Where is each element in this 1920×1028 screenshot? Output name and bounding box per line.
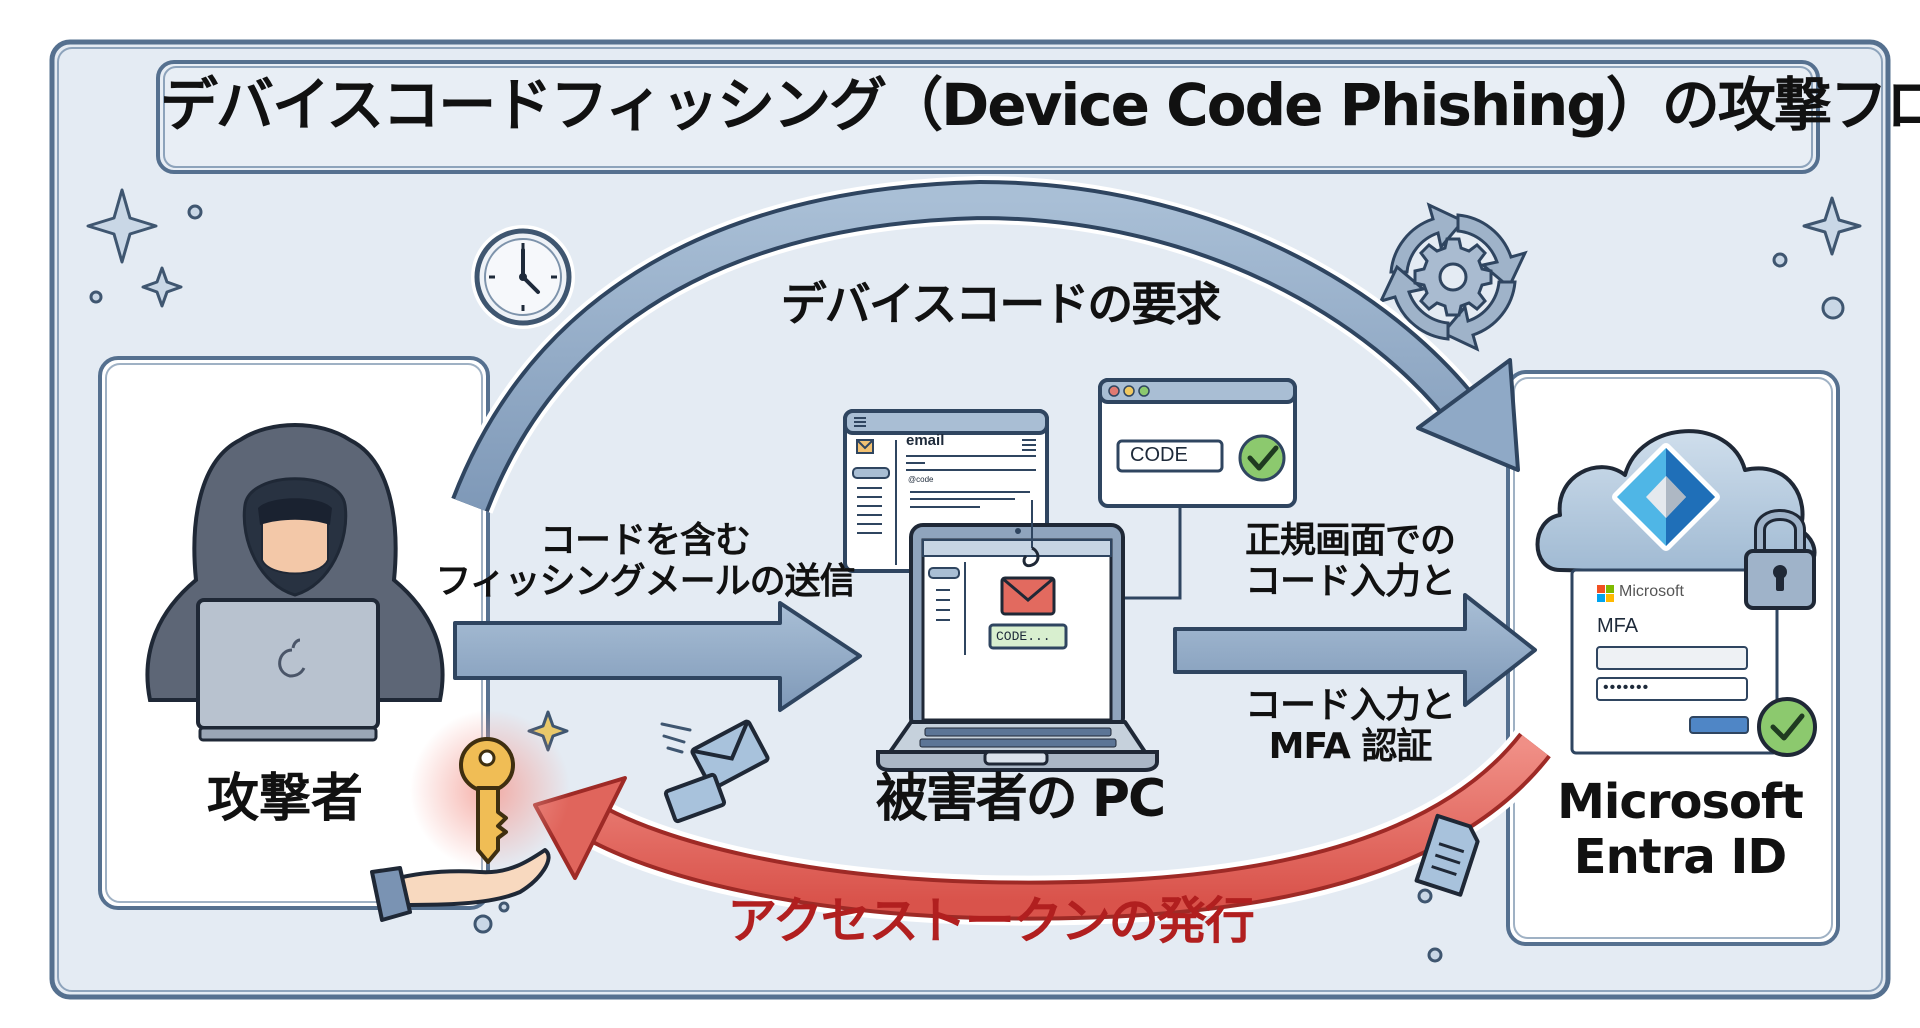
victim-laptop-icon — [876, 500, 1159, 772]
label-line: 正規画面での — [1244, 520, 1456, 561]
laptop-code-snippet: CODE... — [996, 629, 1051, 644]
label-access-token: アクセストークンの発行 — [727, 892, 1255, 950]
microsoft-brand-text: Microsoft — [1619, 583, 1684, 600]
label-line: コードを含む — [539, 520, 751, 561]
browser-code-field: CODE — [1130, 444, 1188, 466]
label-legit-code-entry: 正規画面での コード入力と — [1200, 520, 1500, 603]
arrow-legit-code-entry — [1173, 593, 1537, 707]
arrow-send-phishing-mail — [453, 601, 862, 712]
hacker-icon — [145, 423, 445, 742]
sparkle-icon — [1802, 196, 1862, 256]
email-code-line: @code — [908, 475, 934, 484]
email-window-title: email — [906, 432, 945, 449]
entra-logo-icon — [1612, 443, 1720, 551]
clock-icon — [471, 225, 575, 329]
arrow-device-code-request — [447, 175, 1520, 514]
key-handover-icon — [370, 710, 570, 922]
label-code-mfa: コード入力と MFA 認証 — [1200, 685, 1500, 768]
label-victim-pc: 被害者の PC — [875, 769, 1166, 829]
arrow-access-token-issue — [533, 729, 1555, 926]
padlock-icon — [1744, 509, 1816, 610]
mfa-login-card — [1570, 568, 1817, 757]
password-mask: ••••••• — [1603, 679, 1650, 696]
title-box — [156, 60, 1820, 174]
label-device-code-request: デバイスコードの要求 — [780, 277, 1222, 331]
sparkle-icon — [86, 188, 158, 264]
label-line: MFA 認証 — [1268, 726, 1433, 768]
microsoft-logo-icon — [1597, 585, 1614, 602]
label-line: フィッシングメールの送信 — [435, 561, 855, 603]
label-phishing-mail: コードを含む フィッシングメールの送信 — [430, 520, 860, 603]
label-line: コード入力と — [1244, 685, 1456, 726]
label-line: コード入力と — [1244, 561, 1456, 603]
label-entra-id: Microsoft Entra ID — [1557, 774, 1804, 886]
document-icon — [1414, 813, 1480, 897]
decorative-dots — [89, 204, 1845, 963]
sparkle-icon — [141, 266, 183, 308]
flying-envelope-icon — [660, 719, 770, 824]
label-attacker: 攻撃者 — [206, 769, 363, 829]
browser-code-window — [1080, 378, 1297, 605]
page-title: デバイスコードフィッシング（Device Code Phishing）の攻撃フロ… — [160, 71, 1920, 139]
gear-sync-icon — [1378, 202, 1528, 352]
mfa-heading: MFA — [1597, 615, 1639, 637]
